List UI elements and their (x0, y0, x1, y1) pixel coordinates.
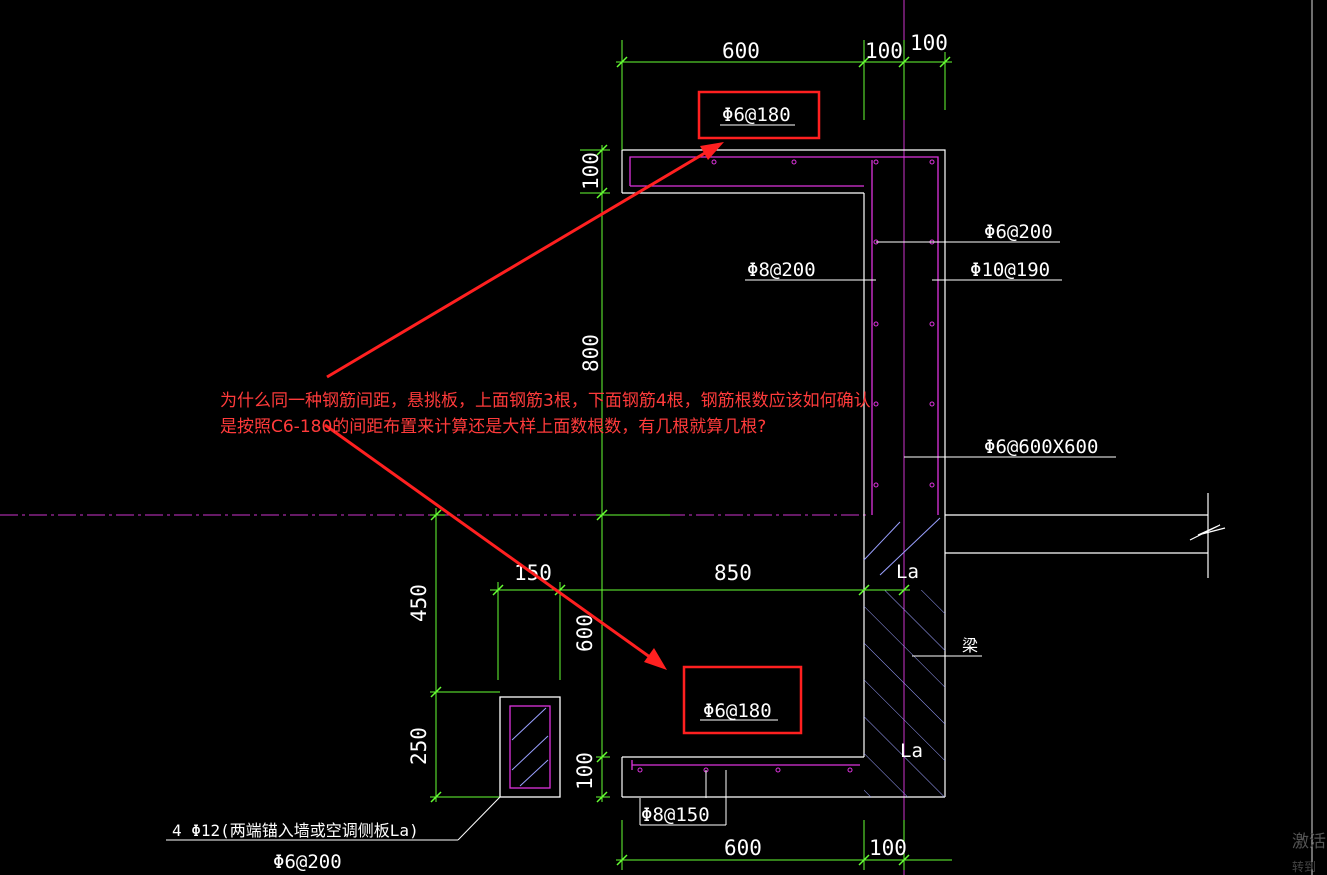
rebar-dots (637, 159, 935, 773)
beam-hatch (864, 590, 945, 797)
label-phi6-200: Φ6@200 (984, 221, 1053, 243)
beam-hatch-upper (863, 517, 941, 576)
dim-left-100-top: 100 (579, 152, 603, 190)
dim-inner-600: 600 (573, 614, 597, 652)
dim-left-250: 250 (407, 727, 431, 765)
leader-lines (166, 124, 1116, 841)
dim-bottom-100: 100 (869, 836, 907, 860)
slab-outline (621, 149, 1226, 798)
label-phi8-200: Φ8@200 (747, 259, 816, 281)
question-line-1: 为什么同一种钢筋间距，悬挑板，上面钢筋3根，下面钢筋4根，钢筋根数应该如何确认 (220, 391, 871, 411)
label-la-lower: La (900, 740, 923, 762)
dim-bottom-600: 600 (724, 836, 762, 860)
dim-left-450: 450 (407, 584, 431, 622)
watermark-line-1: 激活 (1292, 832, 1326, 852)
section-box (499, 696, 561, 798)
top-highlight-box (697, 90, 821, 140)
dim-top-100a: 100 (865, 39, 903, 63)
label-phi6-600x600: Φ6@600X600 (984, 436, 1098, 458)
question-text: 为什么同一种钢筋间距，悬挑板，上面钢筋3根，下面钢筋4根，钢筋根数应该如何确认 … (220, 388, 871, 440)
bottom-highlight-box (682, 665, 803, 735)
dim-left-100-bottom: 100 (573, 752, 597, 790)
label-section-note: 4 Φ12(两端锚入墙或空调侧板La) (172, 821, 419, 840)
dim-top-600: 600 (722, 39, 760, 63)
question-line-2: 是按照C6-180的间距布置来计算还是大样上面数根数，有几根就算几根? (220, 417, 767, 437)
label-beam: 梁 (962, 636, 978, 655)
dimension-ticks (430, 56, 951, 866)
label-phi10-190: Φ10@190 (970, 259, 1050, 281)
label-section-phi6-200: Φ6@200 (273, 851, 342, 873)
label-la-upper: La (896, 561, 919, 583)
dim-left-800: 800 (579, 334, 603, 372)
label-top-phi6-180: Φ6@180 (722, 104, 791, 126)
rebar-lines (629, 156, 939, 770)
dim-inner-850: 850 (714, 561, 752, 585)
dim-top-100b: 100 (910, 31, 948, 55)
watermark-line-2: 转到 (1292, 860, 1317, 874)
label-phi8-150: Φ8@150 (641, 804, 710, 826)
label-bottom-phi6-180: Φ6@180 (703, 700, 772, 722)
annotation-arrows (324, 142, 724, 670)
